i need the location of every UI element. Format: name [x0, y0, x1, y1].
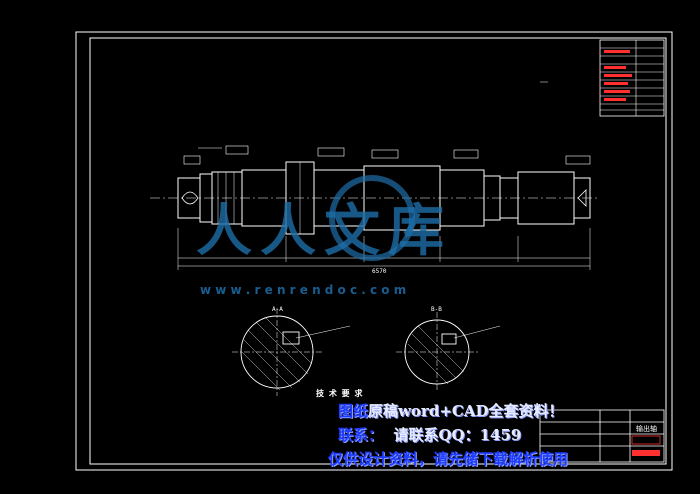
parameter-table: [599, 39, 665, 117]
tech-requirements-title: 技 术 要 求: [316, 389, 363, 398]
promo-line-1-highlight: 原稿word+CAD全套资料！: [368, 402, 564, 420]
overall-dimension-label: 6570: [372, 268, 387, 275]
shaft-main-view: [150, 81, 600, 270]
promo-line-2: 联系： 请联系QQ：1459: [338, 426, 522, 444]
section-b-label: B-B: [431, 306, 442, 313]
inner-frame: [89, 37, 667, 465]
outer-frame: [75, 31, 673, 471]
section-a-a-view: [232, 308, 351, 396]
promo-line-1: 图纸原稿word+CAD全套资料！: [338, 400, 563, 421]
promo-line-2-text: 请联系QQ：1459: [393, 426, 522, 444]
promo-line-3: 仅供设计资料，请先储下载解析使用: [328, 450, 569, 468]
watermark-url: w w w . r e n r e n d o c . c o m: [200, 283, 407, 297]
watermark-logo: [329, 175, 415, 261]
watermark-logo-text: 人人文库: [196, 198, 452, 264]
title-block-name: 输出轴: [636, 425, 657, 433]
promo-line-2-prefix: 联系: [338, 426, 369, 444]
section-b-b-view: [396, 312, 501, 392]
section-a-label: A-A: [272, 306, 283, 313]
title-block: [539, 409, 665, 463]
promo-line-1-prefix: 图纸: [338, 402, 369, 420]
